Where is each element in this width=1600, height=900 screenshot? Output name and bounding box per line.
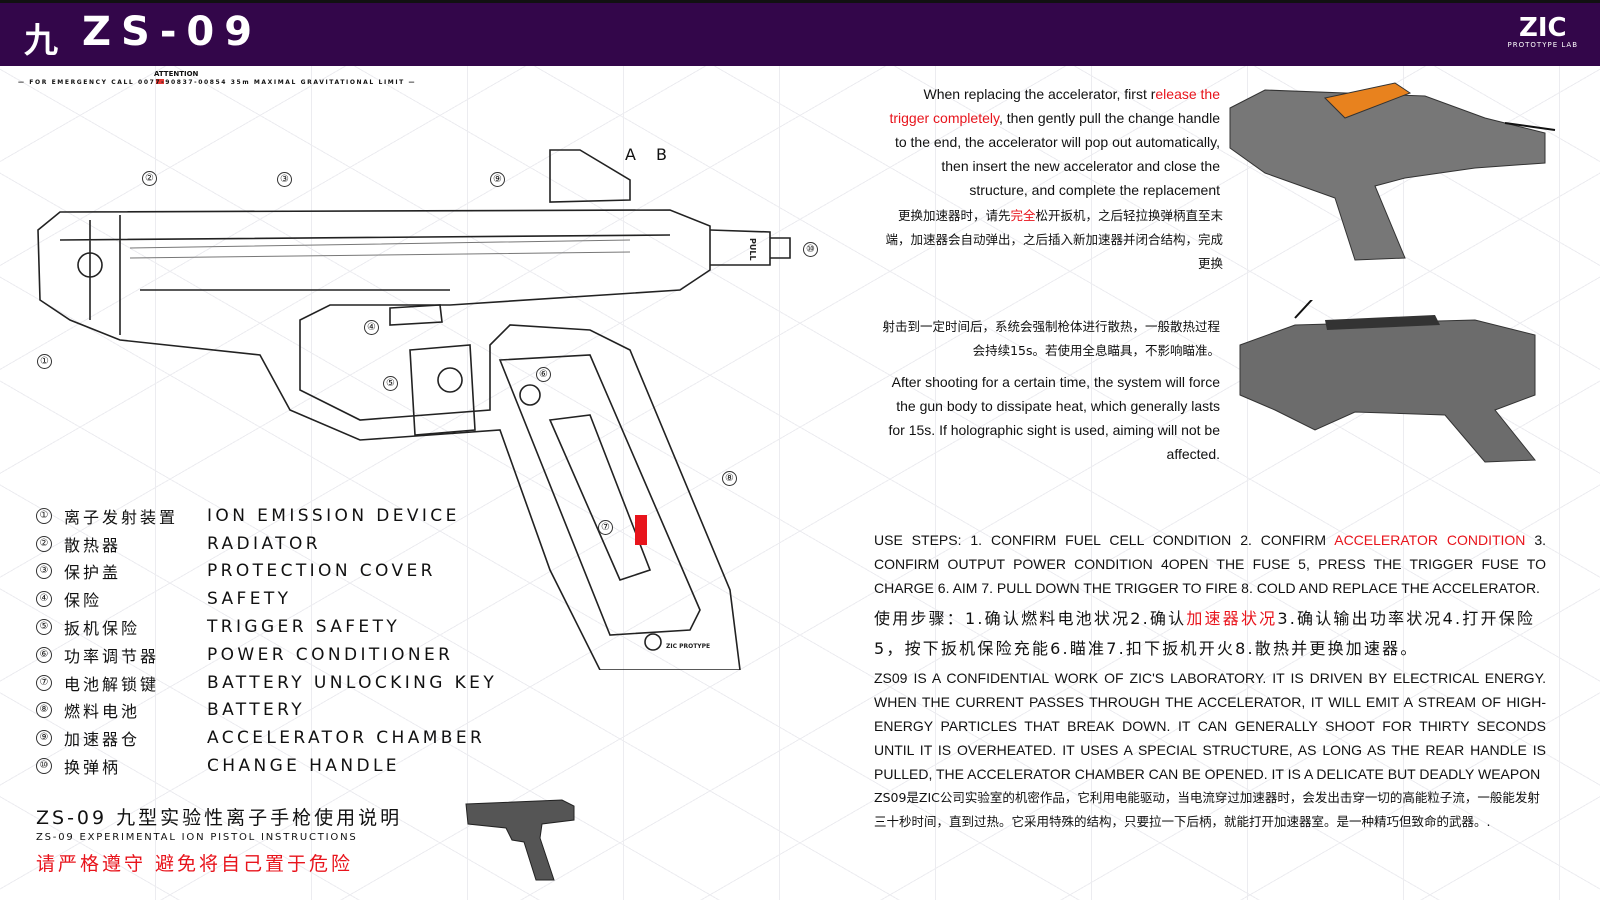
legend-item: ⑤ 扳机保险 TRIGGER SAFETY [36, 613, 497, 641]
pull-label: PULL [748, 238, 757, 261]
gun-schematic [37, 149, 791, 670]
legend-cn: 散热器 [64, 535, 122, 555]
callout-10: ⑩ [803, 242, 818, 257]
legend-en: CHANGE HANDLE [207, 756, 400, 777]
gun-render-top [1229, 82, 1556, 261]
callout-7: ⑦ [598, 520, 613, 535]
legend-cn: 加速器仓 [64, 730, 141, 750]
legend-item: ② 散热器 RADIATOR [36, 530, 497, 558]
callout-1: ① [37, 354, 52, 369]
legend-number: ⑥ [36, 646, 52, 663]
instructions-title-en: ZS-09 EXPERIMENTAL ION PISTOL INSTRUCTIO… [36, 832, 358, 843]
legend-cn: 保护盖 [64, 563, 122, 583]
callout-4: ④ [364, 320, 379, 335]
legend-cn: 保险 [64, 591, 103, 611]
legend-number: ③ [36, 563, 52, 580]
heat-notice-cn: 射击到一定时间后，系统会强制枪体进行散热，一般散热过程会持续15s。若使用全息瞄… [882, 319, 1220, 358]
heat-notice-en: After shooting for a certain time, the s… [888, 374, 1220, 462]
legend-cn: 换弹柄 [64, 758, 122, 778]
description-cn: ZS09是ZIC公司实验室的机密作品，它利用电能驱动，当电流穿过加速器时，会发出… [874, 790, 1540, 829]
callout-6: ⑥ [536, 367, 551, 382]
legend-en: POWER CONDITIONER [207, 644, 454, 665]
legend-item: ⑩ 换弹柄 CHANGE HANDLE [36, 752, 497, 780]
legend-en: ACCELERATOR CHAMBER [207, 728, 486, 749]
legend-number: ② [36, 535, 52, 552]
legend-en: ION EMISSION DEVICE [207, 505, 460, 526]
replace-instructions-en: When replacing the accelerator, first re… [889, 86, 1220, 198]
legend-cn: 扳机保险 [64, 619, 141, 639]
legend-item: ⑧ 燃料电池 BATTERY [36, 697, 497, 725]
safety-warning: 请严格遵守 避免将自己置于危险 [36, 853, 354, 875]
marker-a: A [625, 145, 636, 164]
page-title: ZS-09 [82, 9, 263, 55]
legend-cn: 离子发射装置 [64, 507, 179, 527]
legend-cn: 电池解锁键 [64, 674, 160, 694]
marker-b: B [656, 145, 667, 164]
legend-item: ⑦ 电池解锁键 BATTERY UNLOCKING KEY [36, 669, 497, 697]
description-en: ZS09 IS A CONFIDENTIAL WORK OF ZIC'S LAB… [874, 670, 1546, 782]
title-glyph: 九 [24, 21, 58, 61]
legend-en: PROTECTION COVER [207, 561, 436, 582]
gun-render-bottom [1239, 300, 1537, 463]
legend-number: ④ [36, 591, 52, 608]
legend-number: ⑧ [36, 702, 52, 719]
legend-en: RADIATOR [207, 533, 321, 554]
legend-cn: 功率调节器 [64, 646, 160, 666]
background-grid [0, 66, 1600, 900]
legend-en: BATTERY UNLOCKING KEY [207, 672, 498, 693]
replace-instructions-cn: 更换加速器时，请先完全松开扳机，之后轻拉换弹柄直至末端，加速器会自动弹出，之后插… [885, 208, 1223, 271]
legend-number: ⑤ [36, 619, 52, 636]
callout-2: ② [142, 171, 157, 186]
brand-mark: ZIC PROTYPE [666, 643, 711, 650]
legend-en: SAFETY [207, 589, 292, 610]
callout-9: ⑨ [490, 172, 505, 187]
callout-8: ⑧ [722, 471, 737, 486]
legend-en: TRIGGER SAFETY [207, 617, 401, 638]
instructions-title-cn: ZS-09 九型实验性离子手枪使用说明 [36, 807, 403, 829]
legend-item: ⑥ 功率调节器 POWER CONDITIONER [36, 641, 497, 669]
gun-thumbnail [465, 799, 575, 881]
legend-number: ① [36, 507, 52, 524]
legend-number: ⑩ [36, 758, 52, 775]
legend-item: ⑨ 加速器仓 ACCELERATOR CHAMBER [36, 724, 497, 752]
legend-item: ③ 保护盖 PROTECTION COVER [36, 558, 497, 586]
legend-number: ⑨ [36, 730, 52, 747]
legend-cn: 燃料电池 [64, 702, 141, 722]
use-steps-cn: 使用步骤：1.确认燃料电池状况2.确认加速器状况3.确认输出功率状况4.打开保险… [874, 609, 1536, 658]
legend-number: ⑦ [36, 674, 52, 691]
callout-5: ⑤ [383, 376, 398, 391]
legend-en: BATTERY [207, 700, 306, 721]
legend-item: ④ 保险 SAFETY [36, 585, 497, 613]
use-steps-en: USE STEPS: 1. CONFIRM FUEL CELL CONDITIO… [874, 532, 1546, 596]
callout-3: ③ [277, 172, 292, 187]
legend-item: ① 离子发射装置 ION EMISSION DEVICE [36, 502, 497, 530]
